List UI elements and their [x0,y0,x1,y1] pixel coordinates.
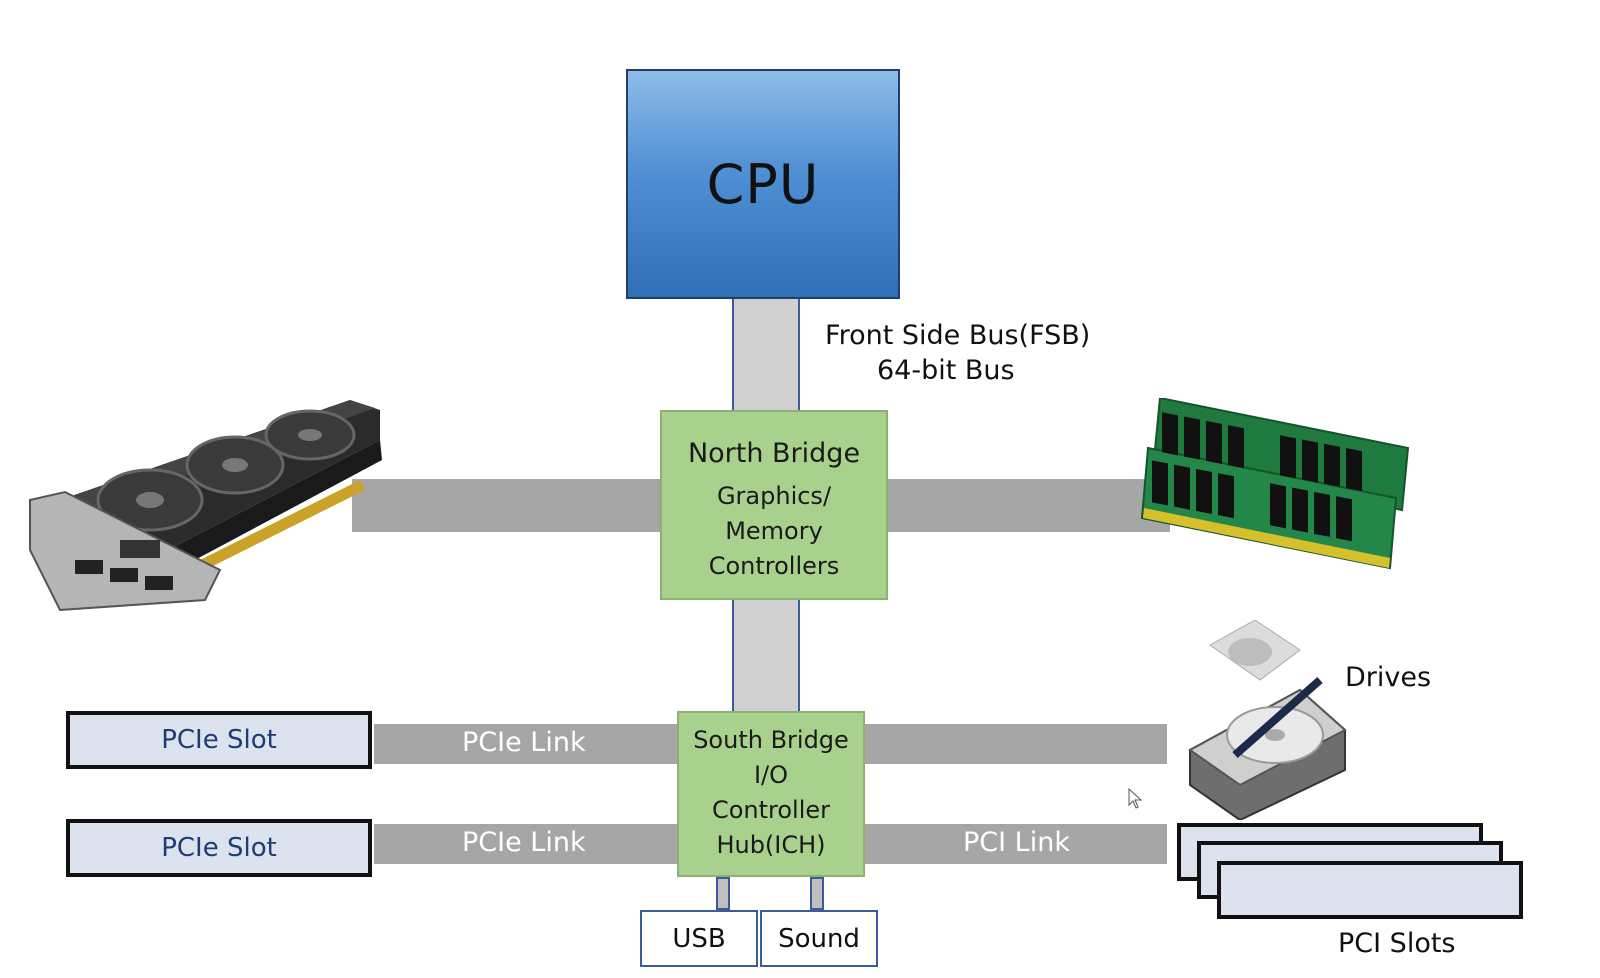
graphics-bus [352,479,660,532]
sound-stub [810,877,824,910]
fsb-label-line2: 64-bit Bus [877,355,1015,386]
south-bridge-block: South Bridge I/O Controller Hub(ICH) [677,711,865,877]
pci-slot-front [1217,861,1523,919]
pcie-link-label-1: PCIe Link [462,727,586,758]
north-bridge-subtitle: Graphics/ Memory Controllers [708,482,840,580]
drives-label: Drives [1345,662,1432,693]
sound-label: Sound [778,923,860,954]
south-bridge-line: South Bridge [693,726,849,754]
cpu-label: CPU [706,152,820,216]
south-bridge-line: Controller [711,796,831,824]
pci-slots-label: PCI Slots [1338,928,1456,959]
pcie-slot-2: PCIe Slot [66,819,372,877]
pcie-slot-label: PCIe Slot [161,833,277,863]
graphics-card-icon [29,400,382,612]
nb-sb-bus [732,600,800,711]
hard-drive-icon [1188,620,1347,820]
pcie-link-bus-2 [374,824,677,864]
memory-bus [888,479,1170,532]
pcie-link-label-2: PCIe Link [462,827,586,858]
pci-link-bus [865,824,1167,864]
north-bridge-block: North Bridge Graphics/ Memory Controller… [660,410,888,600]
usb-box: USB [640,910,758,967]
pcie-slot-label: PCIe Slot [161,725,277,755]
pcie-slot-1: PCIe Slot [66,711,372,769]
pci-link-label: PCI Link [963,827,1070,858]
pcie-link-bus-1 [374,724,677,764]
front-side-bus [732,299,800,410]
ram-module-icon [1140,398,1410,570]
south-bridge-line: Hub(ICH) [716,831,826,859]
cpu-block: CPU [626,69,900,299]
north-bridge-title: North Bridge [687,438,861,469]
usb-stub [716,877,730,910]
south-bridge-line: I/O [753,761,789,789]
sound-box: Sound [760,910,878,967]
cursor-icon [1128,788,1143,809]
drives-bus [865,724,1167,764]
usb-label: USB [672,923,726,954]
fsb-label-line1: Front Side Bus(FSB) [825,320,1091,351]
